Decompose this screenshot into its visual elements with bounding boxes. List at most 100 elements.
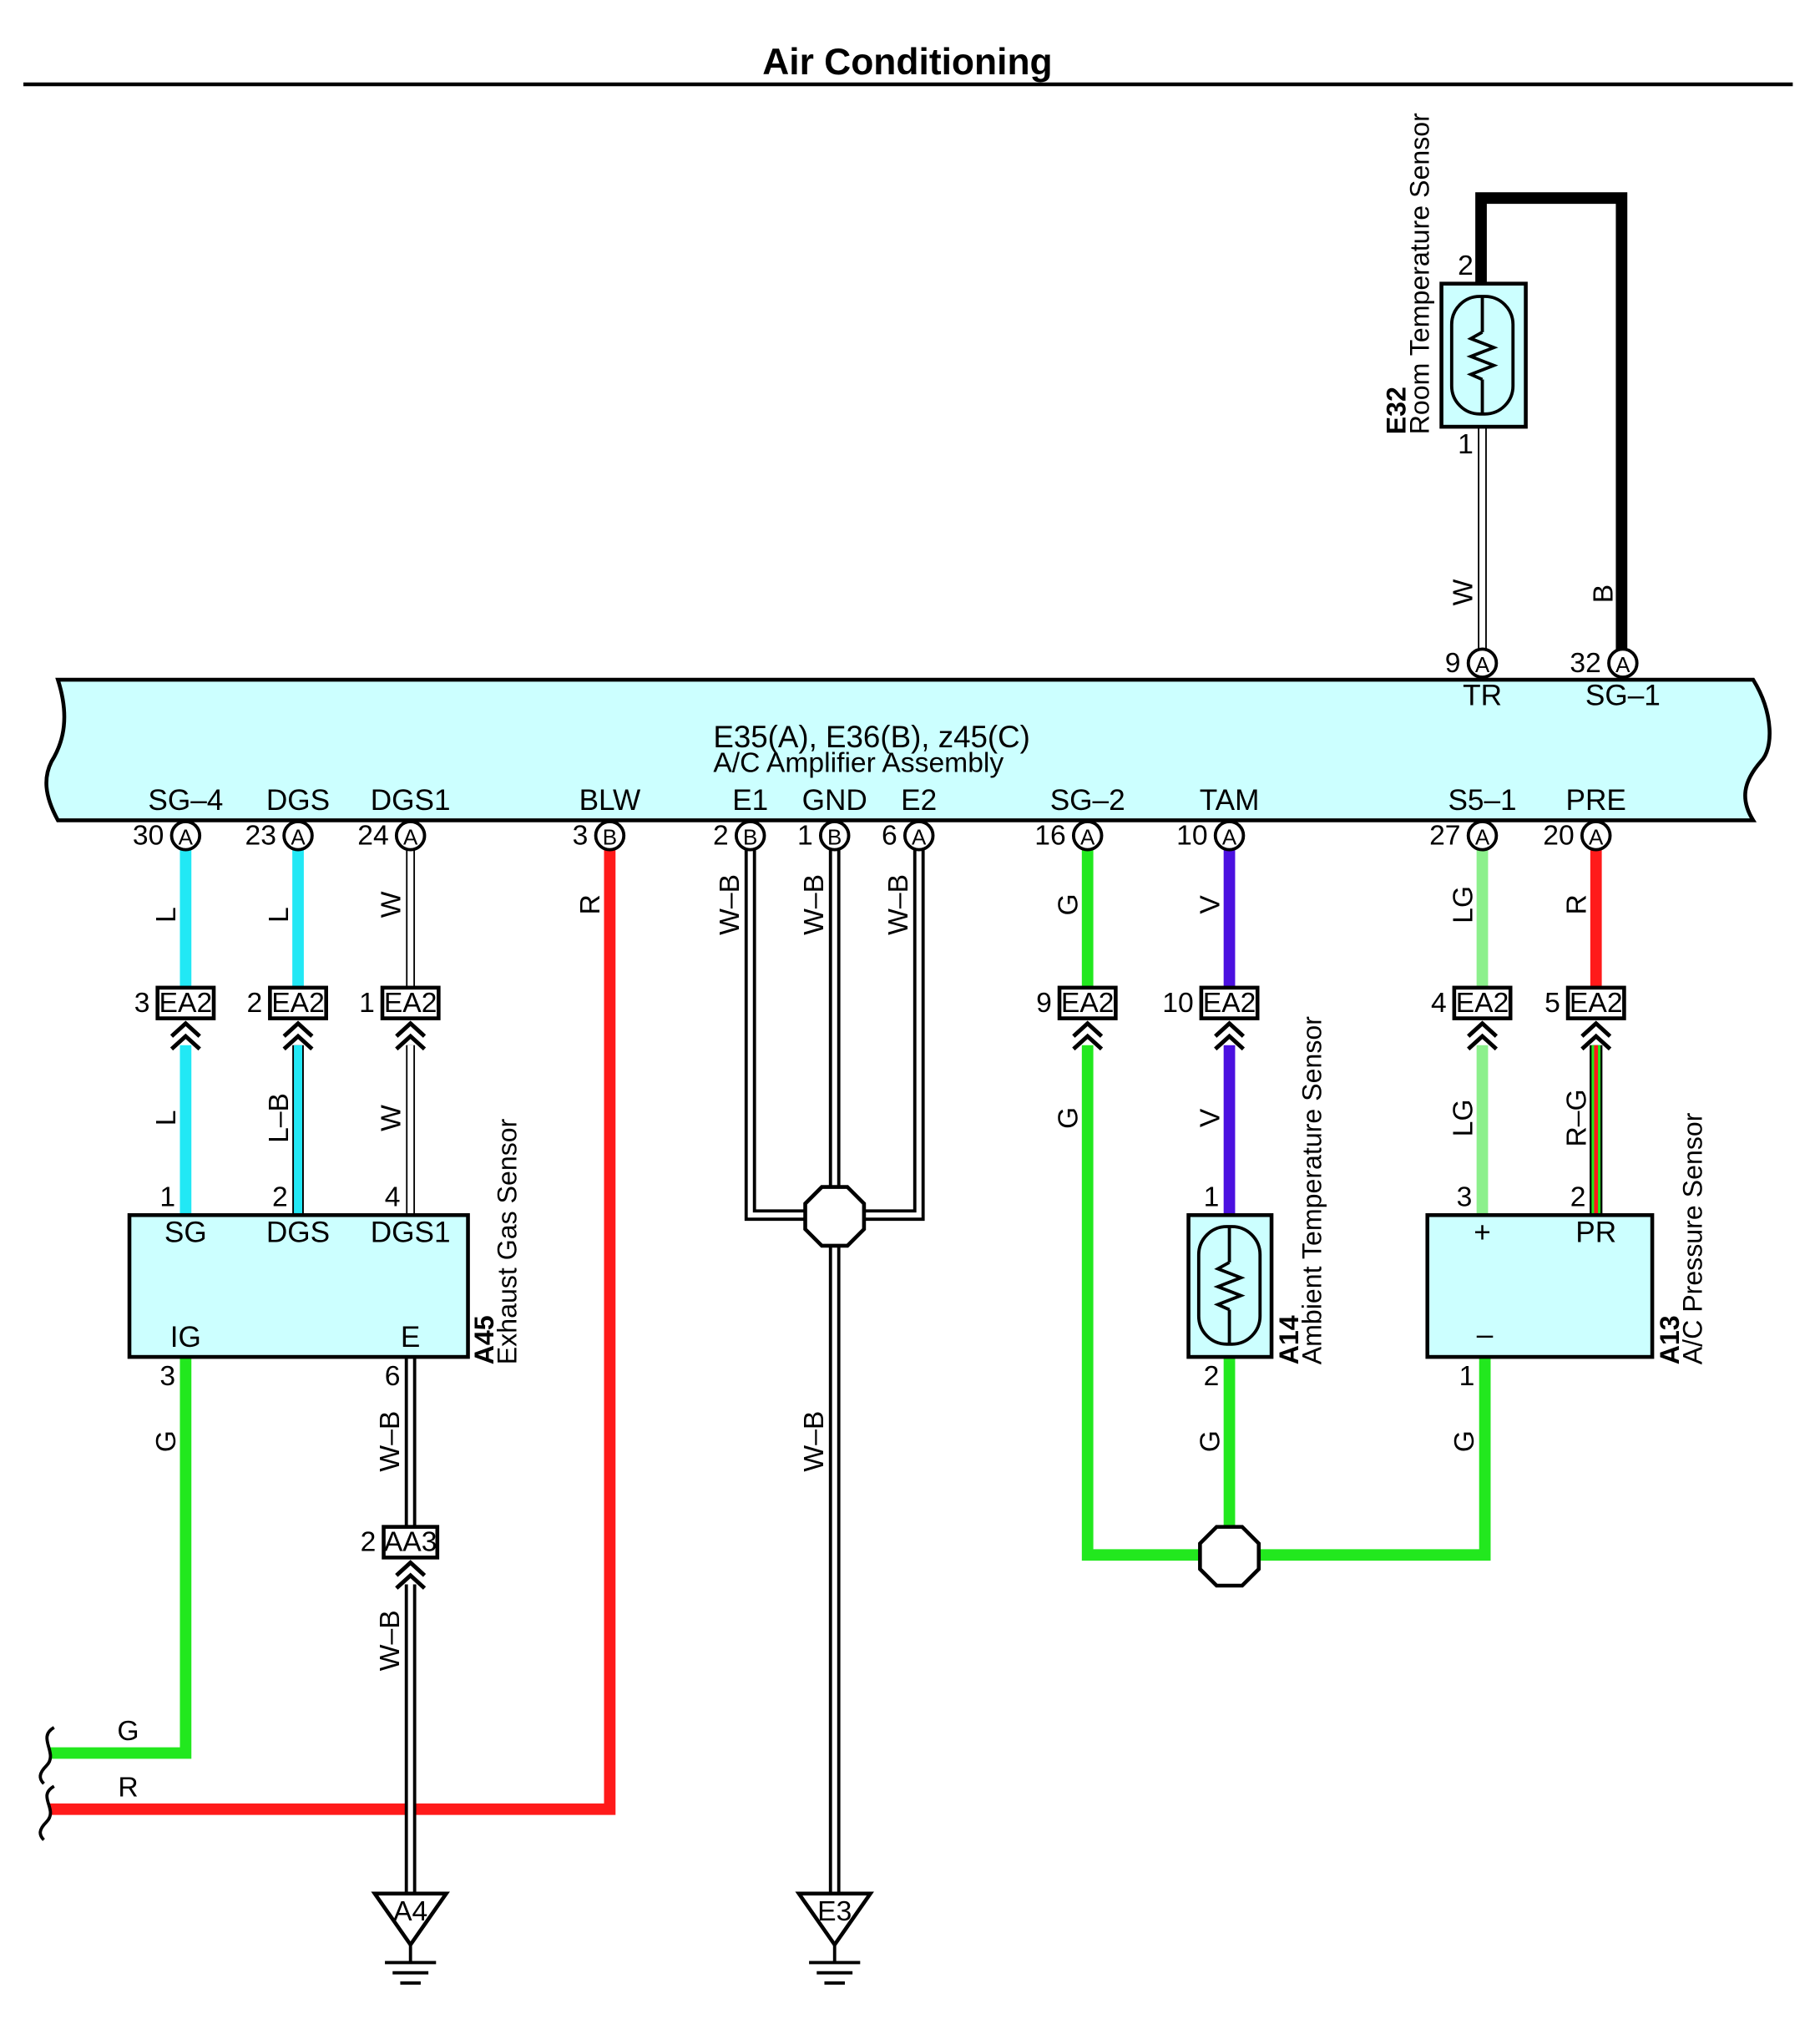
amp-terminal-sg1: A 32 SG–1	[1570, 647, 1661, 712]
amp-terminal-dgs1: DGS1 A 24	[357, 784, 451, 852]
svg-text:1: 1	[159, 1182, 175, 1213]
amp-terminal-tam: TAM A 10	[1176, 784, 1260, 852]
svg-text:9: 9	[1445, 648, 1461, 679]
amplifier-body	[44, 677, 1772, 822]
ea2-connector-7: EA2 5	[1544, 985, 1626, 1049]
amp-terminal-sg2: SG–2 A 16	[1034, 784, 1125, 852]
wire-label-upper-6: W–B	[799, 874, 830, 935]
svg-text:9: 9	[1036, 988, 1052, 1019]
ea2-connector-3: EA2 1	[359, 985, 441, 1049]
svg-text:5: 5	[1544, 988, 1560, 1019]
amp-terminal-s51: S5–1 A 27	[1429, 784, 1517, 852]
svg-text:PR: PR	[1575, 1216, 1616, 1248]
svg-text:4: 4	[385, 1182, 401, 1213]
wire-label-lower-4: G	[1053, 1107, 1084, 1129]
room-sensor-name: Room Temperature Sensor	[1404, 113, 1434, 434]
svg-text:A4: A4	[393, 1896, 427, 1927]
wire-sg1-b	[1475, 192, 1628, 662]
wire-label-left-r: R	[118, 1772, 138, 1803]
svg-text:+: +	[1474, 1216, 1491, 1248]
wire-label-upper-7: W–B	[883, 874, 914, 935]
wire-label-a13-g: G	[1449, 1430, 1480, 1452]
svg-text:IG: IG	[170, 1321, 201, 1354]
amp-terminal-dgs: DGS A 23	[245, 784, 330, 852]
svg-text:TAM: TAM	[1200, 784, 1260, 817]
sensor-ground-junction	[1198, 1525, 1261, 1588]
amp-terminal-e2: E2 A 6	[882, 784, 937, 852]
wire-label-lower-2: L–B	[264, 1093, 295, 1143]
svg-text:2: 2	[361, 1527, 377, 1558]
wire-label-tr-w: W	[1448, 579, 1479, 605]
amp-terminal-pre: PRE A 20	[1543, 784, 1626, 852]
wire-label-upper-8: G	[1053, 893, 1084, 915]
wire-a13-g	[1255, 1357, 1491, 1561]
svg-text:A: A	[403, 824, 418, 849]
svg-text:AA3: AA3	[384, 1527, 437, 1558]
svg-text:A: A	[1475, 652, 1490, 677]
svg-text:2: 2	[246, 988, 262, 1019]
ea2-connector-6: EA2 4	[1431, 985, 1513, 1049]
ground-e3: E3	[795, 1891, 874, 1985]
svg-text:SG–1: SG–1	[1585, 680, 1661, 712]
svg-text:TR: TR	[1463, 680, 1502, 712]
svg-text:4: 4	[1431, 988, 1447, 1019]
svg-text:DGS: DGS	[266, 784, 330, 817]
aa3-connector: AA3 2	[361, 1525, 440, 1588]
exhaust-gas-sensor: 1 2 4 SG DGS DGS1 IG E 3 6 A45 Exhaust G…	[127, 1118, 523, 1392]
svg-text:A: A	[1475, 824, 1490, 849]
svg-text:B: B	[743, 824, 757, 849]
wire-label-upper-9: V	[1195, 895, 1226, 914]
svg-text:3: 3	[134, 988, 150, 1019]
diagram-title: Air Conditioning	[762, 42, 1052, 83]
svg-text:10: 10	[1162, 988, 1193, 1019]
svg-text:1: 1	[359, 988, 375, 1019]
room-sensor-code: E32	[1382, 387, 1412, 434]
svg-text:SG: SG	[164, 1216, 207, 1248]
svg-text:E: E	[401, 1321, 420, 1354]
svg-text:A: A	[1589, 824, 1604, 849]
amp-terminal-tr: A 9 TR	[1445, 647, 1502, 712]
amp-terminal-sg4: SG–4 A 30	[133, 784, 223, 852]
svg-text:23: 23	[245, 820, 276, 851]
svg-text:30: 30	[133, 820, 164, 851]
wire-label-lower-6: LG	[1448, 1099, 1479, 1136]
svg-text:2: 2	[272, 1182, 288, 1213]
amp-terminal-blw: BLW B 3	[573, 784, 641, 852]
wire-label-upper-3: W	[376, 891, 407, 918]
svg-text:1: 1	[797, 820, 813, 851]
wire-blw-r	[48, 849, 616, 1815]
amplifier-name: A/C Amplifier Assembly	[713, 747, 1004, 778]
svg-text:3: 3	[159, 1361, 175, 1392]
ambient-temperature-sensor: 1 2 A14 Ambient Temperature Sensor	[1186, 1016, 1327, 1392]
svg-text:A: A	[1080, 824, 1095, 849]
ea2-connector-1: EA2 3	[134, 985, 216, 1049]
ea2-connector-4: EA2 9	[1036, 985, 1118, 1049]
amp-terminal-gnd: GND B 1	[797, 784, 867, 852]
wire-label-lower-7: R–G	[1561, 1089, 1592, 1146]
svg-text:EA2: EA2	[159, 988, 213, 1019]
svg-text:A: A	[1222, 824, 1237, 849]
wire-label-upper-5: W–B	[715, 874, 746, 935]
wire-label-left-g: G	[117, 1716, 139, 1747]
svg-text:GND: GND	[802, 784, 867, 817]
svg-text:EA2: EA2	[1061, 988, 1115, 1019]
svg-text:E2: E2	[901, 784, 937, 817]
svg-text:S5–1: S5–1	[1448, 784, 1516, 817]
ac-pressure-sensor: 3 2 + PR – 1 A13 A/C Pressure Sensor	[1425, 1112, 1708, 1392]
svg-text:EA2: EA2	[1203, 988, 1256, 1019]
svg-text:A: A	[179, 824, 194, 849]
svg-text:DGS: DGS	[266, 1216, 330, 1248]
amp-terminal-e1: E1 B 2	[713, 784, 768, 852]
wire-label-a14-g: G	[1195, 1430, 1226, 1452]
wire-label-e-wb: W–B	[375, 1411, 406, 1472]
svg-text:A: A	[1615, 652, 1630, 677]
svg-text:6: 6	[882, 820, 897, 851]
svg-text:SG–2: SG–2	[1050, 784, 1125, 817]
svg-text:3: 3	[573, 820, 589, 851]
svg-text:SG–4: SG–4	[148, 784, 223, 817]
wire-label-lower-5: V	[1195, 1108, 1226, 1127]
wire-label-ig-g: G	[151, 1430, 182, 1452]
svg-text:E1: E1	[732, 784, 768, 817]
svg-text:BLW: BLW	[579, 784, 641, 817]
